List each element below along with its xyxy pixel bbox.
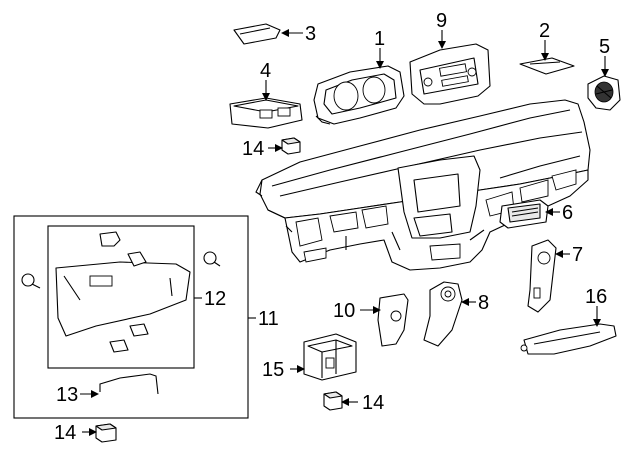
callout-4: 4	[260, 60, 271, 82]
callout-14-middle: 14	[362, 392, 384, 414]
switch-part-14-middle	[323, 391, 343, 411]
radio-control-panel	[409, 43, 491, 105]
callout-14-lower: 14	[54, 422, 76, 444]
callout-6: 6	[562, 202, 573, 224]
instrument-panel-body	[255, 99, 591, 271]
center-vent-part-6	[499, 199, 549, 229]
knee-panel-part-16	[520, 323, 617, 355]
clips-outside-box-12	[21, 251, 221, 289]
callout-10: 10	[333, 300, 355, 322]
center-trim-part-8	[423, 281, 463, 347]
assembly-box-11	[13, 215, 249, 419]
side-panel-part-10	[377, 293, 409, 347]
rod-part-13	[99, 373, 159, 395]
switch-part-14-upper	[281, 137, 301, 155]
callout-9: 9	[436, 10, 447, 32]
switch-bezel-part-4	[229, 97, 303, 129]
lower-panel-part-12	[55, 261, 191, 337]
callout-12: 12	[204, 288, 226, 310]
callout-2: 2	[539, 20, 550, 42]
callout-7: 7	[572, 244, 583, 266]
callout-8: 8	[478, 292, 489, 314]
callout-3: 3	[305, 23, 316, 45]
assembly-box-12	[47, 225, 195, 369]
upper-cover-part-2	[519, 57, 575, 75]
side-vent-part-5	[587, 75, 621, 111]
callout-15: 15	[262, 359, 284, 381]
switch-part-14-lower	[95, 423, 117, 443]
callout-13: 13	[56, 384, 78, 406]
callout-1: 1	[374, 28, 385, 50]
callout-14-upper: 14	[242, 138, 264, 160]
side-trim-part-7	[527, 239, 557, 313]
callout-leaders	[80, 29, 609, 436]
callout-11: 11	[258, 308, 279, 330]
cluster-bezel	[313, 65, 405, 125]
callout-5: 5	[599, 36, 610, 58]
clips-inside-box-12	[99, 231, 149, 353]
callout-16: 16	[585, 286, 607, 308]
bracket-part-15	[303, 333, 357, 381]
upper-cover-part-3	[233, 23, 281, 45]
callout-labels: 1 2 3 4 5 6 7 8 9 10 11 12 13 14 14 14 1…	[54, 10, 610, 444]
